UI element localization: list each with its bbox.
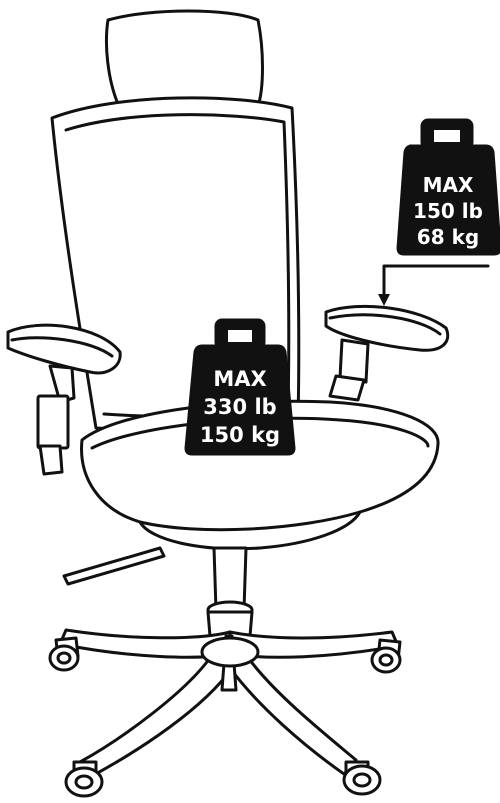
seat-weight-label-max: MAX [213, 367, 266, 391]
armrest-weight-label-kg: 68 kg [417, 225, 479, 249]
seat-weight-label-lb: 330 lb [203, 395, 276, 419]
chair-gas-cylinder [208, 548, 252, 636]
armrest-weight-label-max: MAX [423, 173, 474, 197]
armrest-max-weight-icon: MAX 150 lb 68 kg [398, 120, 500, 254]
armrest-weight-label-lb: 150 lb [413, 199, 483, 223]
caster-left [50, 638, 78, 670]
seat-weight-label-kg: 150 kg [200, 423, 280, 447]
chair-adjustment-lever [64, 548, 164, 584]
caster-front-left [66, 762, 102, 796]
armrest-pointer-arrow [378, 266, 488, 306]
caster-front-right [344, 762, 380, 794]
chair-right-armrest [326, 306, 448, 400]
chair-star-base [60, 630, 398, 776]
